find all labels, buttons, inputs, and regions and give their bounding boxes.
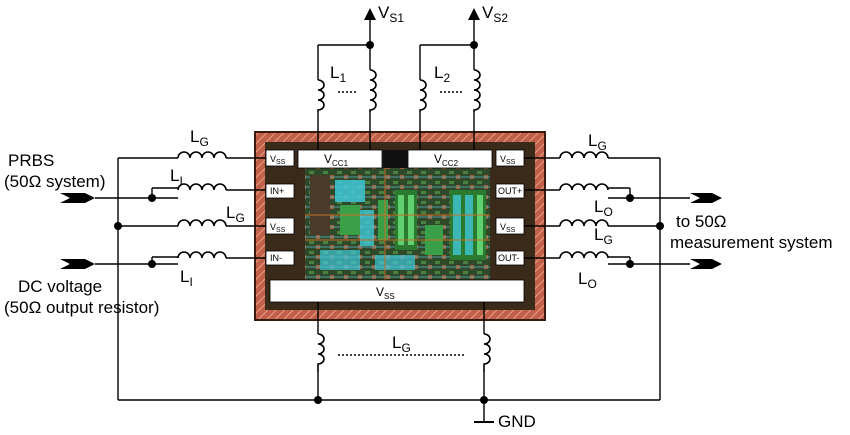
inductor-l2-right — [473, 69, 481, 112]
out-plus-arrow — [690, 193, 722, 203]
in-plus-pad-label: IN+ — [270, 186, 284, 196]
lg-right-top-label: LG — [588, 131, 607, 153]
left-vss-pad-1-label: VSS — [270, 154, 286, 166]
inductors — [177, 69, 609, 372]
li-left-top-label: LI — [170, 166, 183, 188]
lo-right-top-label: LO — [594, 197, 613, 219]
inductor-l1-left — [317, 79, 325, 112]
inductor-l2-left — [419, 79, 427, 112]
in-minus-pad-label: IN- — [270, 253, 282, 263]
right-vss-pad-2-label: VSS — [500, 222, 516, 234]
out-plus-pad — [495, 183, 525, 199]
signal-arrows — [60, 193, 722, 423]
dc-voltage-label: DC voltage — [18, 277, 102, 296]
vss-bottom-pad-label: VSS — [376, 285, 395, 301]
inductor-lo-right-bot — [559, 251, 609, 259]
out-plus-pad-label: OUT+ — [498, 186, 522, 196]
chip-circuitry — [305, 168, 490, 280]
li-left-bot-label: LI — [180, 267, 193, 289]
vss-bottom-pad — [269, 279, 525, 303]
vs1-label: VS1 — [378, 3, 404, 25]
prbs-label: PRBS — [8, 151, 54, 170]
left-vss-pad-2-label: VSS — [270, 222, 286, 234]
dc-input-arrow — [60, 259, 95, 269]
in-plus-pad — [265, 183, 295, 199]
inductor-lg-right-mid — [559, 219, 609, 227]
l2-label: L2 — [434, 63, 450, 85]
measurement-to-label: to 50Ω — [676, 212, 727, 231]
lg-left-top-label: LG — [190, 127, 209, 149]
vcc1-pad-label: VCC1 — [324, 152, 349, 168]
gnd-label: GND — [498, 412, 536, 431]
lo-right-bot-label: LO — [578, 269, 597, 291]
inductor-li-left-top — [177, 183, 227, 191]
inductor-lg-left-mid — [177, 219, 227, 227]
chip-layout: VCC1 VCC2 VSS VSS IN+ VSS IN- VSS OUT+ V… — [254, 131, 546, 321]
pad-gap — [383, 150, 408, 168]
vcc2-pad-label: VCC2 — [434, 152, 459, 168]
lg-right-mid-label: LG — [594, 225, 613, 247]
labels: VS1 VS2 L1 L2 LG LI LG LI LG LO LG LO LG… — [4, 3, 833, 431]
inductor-li-left-bot — [177, 251, 227, 259]
l1-label: L1 — [330, 63, 346, 85]
lg-bottom-label: LG — [392, 333, 411, 355]
prbs-input-arrow — [60, 193, 95, 203]
prbs-system-label: (50Ω system) — [4, 172, 106, 191]
right-vss-pad-1-label: VSS — [500, 154, 516, 166]
vcc1-pad — [297, 149, 383, 169]
inductor-l1-right — [369, 69, 377, 112]
dc-resistor-label: (50Ω output resistor) — [4, 298, 159, 317]
lg-left-mid-label: LG — [226, 203, 245, 225]
out-minus-arrow — [690, 259, 722, 269]
inductor-lg-bottom-left — [317, 333, 325, 372]
inductor-lg-right-top — [559, 151, 609, 159]
out-minus-pad-label: OUT- — [498, 253, 520, 263]
inductor-lo-right-top — [559, 183, 609, 191]
measurement-system-label: measurement system — [670, 233, 833, 252]
inductor-lg-left-top — [177, 151, 227, 159]
vs2-label: VS2 — [482, 3, 508, 25]
junction-dots — [114, 41, 664, 404]
inductor-lg-bottom-right — [483, 333, 491, 372]
